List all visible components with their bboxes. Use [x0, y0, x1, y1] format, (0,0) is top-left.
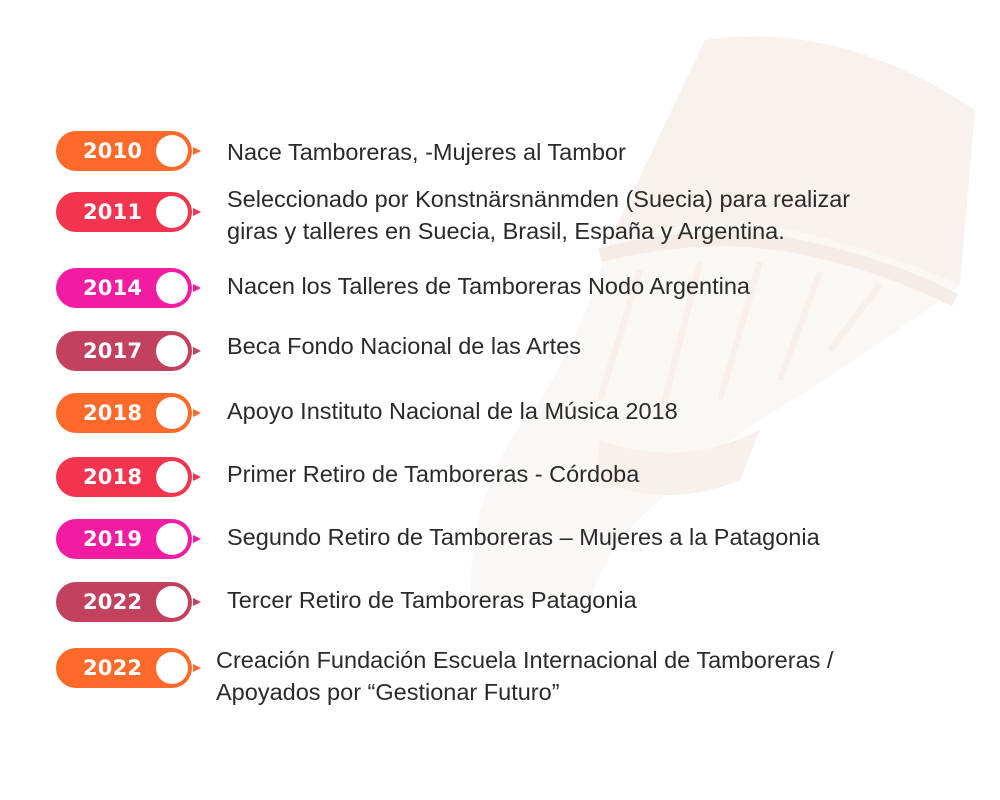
pointer-arrow-icon: [193, 284, 201, 292]
year-label: 2011: [83, 200, 143, 224]
pointer-arrow-icon: [193, 409, 201, 417]
event-text: Primer Retiro de Tamboreras - Córdoba: [227, 461, 640, 487]
year-label: 2018: [83, 401, 143, 425]
year-badge: 2019: [56, 519, 192, 559]
toggle-knob-icon: [156, 586, 188, 618]
pointer-arrow-icon: [193, 208, 201, 216]
year-label: 2014: [83, 276, 143, 300]
event-text: Apoyados por “Gestionar Futuro”: [216, 679, 560, 705]
year-badge: 2018: [56, 457, 192, 497]
year-label: 2022: [83, 590, 143, 614]
year-badge: 2022: [56, 648, 192, 688]
toggle-knob-icon: [156, 196, 188, 228]
event-text: Nacen los Talleres de Tamboreras Nodo Ar…: [227, 273, 750, 299]
toggle-knob-icon: [156, 652, 188, 684]
year-badge: 2017: [56, 331, 192, 371]
year-label: 2010: [83, 139, 143, 163]
event-text: Seleccionado por Konstnärsnänmden (Sueci…: [227, 186, 851, 212]
event-text: Apoyo Instituto Nacional de la Música 20…: [227, 398, 678, 424]
toggle-knob-icon: [156, 335, 188, 367]
pointer-arrow-icon: [193, 147, 201, 155]
event-text: Creación Fundación Escuela Internacional…: [216, 647, 834, 673]
pointer-arrow-icon: [193, 664, 201, 672]
toggle-knob-icon: [156, 272, 188, 304]
year-badge: 2014: [56, 268, 192, 308]
toggle-knob-icon: [156, 523, 188, 555]
pointer-arrow-icon: [193, 535, 201, 543]
year-badge: 2018: [56, 393, 192, 433]
event-text: Tercer Retiro de Tamboreras Patagonia: [227, 587, 637, 613]
event-text: Nace Tamboreras, -Mujeres al Tambor: [227, 139, 626, 165]
year-label: 2018: [83, 465, 143, 489]
toggle-knob-icon: [156, 461, 188, 493]
year-label: 2017: [83, 339, 143, 363]
year-label: 2019: [83, 527, 143, 551]
toggle-knob-icon: [156, 397, 188, 429]
toggle-knob-icon: [156, 135, 188, 167]
year-badge: 2011: [56, 192, 192, 232]
pointer-arrow-icon: [193, 473, 201, 481]
year-badge: 2010: [56, 131, 192, 171]
pointer-arrow-icon: [193, 347, 201, 355]
year-label: 2022: [83, 656, 143, 680]
year-badge: 2022: [56, 582, 192, 622]
event-text: Beca Fondo Nacional de las Artes: [227, 333, 582, 359]
event-text: Segundo Retiro de Tamboreras – Mujeres a…: [227, 524, 820, 550]
event-text: giras y talleres en Suecia, Brasil, Espa…: [227, 218, 785, 244]
pointer-arrow-icon: [193, 598, 201, 606]
